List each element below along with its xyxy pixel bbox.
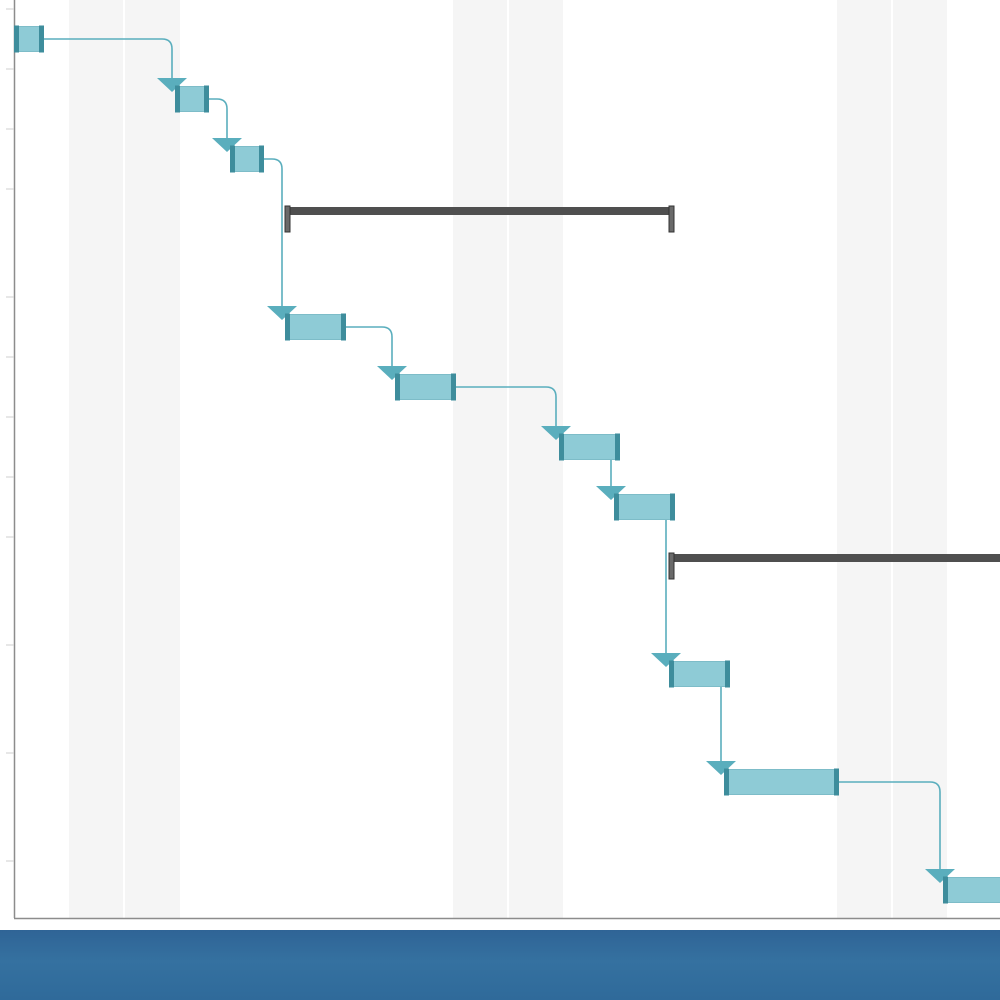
dependency-link	[346, 326, 393, 366]
task-bar	[724, 769, 839, 795]
task-start-handle	[669, 660, 674, 688]
summary-end-marker	[668, 205, 675, 233]
summary-start-marker	[284, 205, 291, 233]
task-bar	[14, 26, 44, 52]
task-end-handle	[725, 660, 730, 688]
task-start-handle	[724, 768, 729, 796]
task-end-handle	[341, 313, 346, 341]
footer-bar	[0, 930, 1000, 1000]
gantt-timeline-area	[6, 0, 1000, 920]
task-end-handle	[204, 85, 209, 113]
dependency-link	[839, 781, 941, 869]
gantt-chart	[6, 0, 1000, 920]
dependency-arrow-icon	[925, 869, 955, 883]
task-bar-layer	[14, 25, 1000, 904]
summary-bar	[287, 207, 672, 215]
summary-bar	[671, 554, 1000, 562]
task-bar	[943, 877, 1000, 903]
task-start-handle	[943, 876, 948, 904]
dependency-arrow-icon	[212, 138, 242, 152]
task-start-handle	[285, 313, 290, 341]
task-start-handle	[395, 373, 400, 401]
dependency-arrow-icon	[596, 486, 626, 500]
dependency-arrow-icon	[377, 366, 407, 380]
dependency-arrow-icon	[541, 426, 571, 440]
dependency-link	[209, 98, 228, 138]
task-bar	[669, 661, 730, 687]
gridline-layer	[6, 0, 1000, 920]
task-end-handle	[259, 145, 264, 173]
task-bar	[395, 374, 456, 400]
dependency-arrow-icon	[651, 653, 681, 667]
task-bar	[175, 86, 209, 112]
task-start-handle	[230, 145, 235, 173]
task-end-handle	[39, 25, 44, 53]
task-bar	[614, 494, 675, 520]
dependency-arrow-icon	[706, 761, 736, 775]
task-start-handle	[14, 25, 19, 53]
task-end-handle	[615, 433, 620, 461]
dependency-arrow-icon	[267, 306, 297, 320]
task-end-handle	[670, 493, 675, 521]
task-start-handle	[559, 433, 564, 461]
dependency-link	[456, 386, 557, 426]
task-bar	[285, 314, 346, 340]
task-start-handle	[614, 493, 619, 521]
dependency-arrow-icon	[157, 78, 187, 92]
summary-start-marker	[668, 552, 675, 580]
dependency-link	[44, 38, 173, 78]
task-start-handle	[175, 85, 180, 113]
dependency-link	[264, 158, 283, 306]
task-bar	[230, 146, 264, 172]
dependency-link	[655, 506, 675, 653]
task-end-handle	[451, 373, 456, 401]
task-bar	[559, 434, 620, 460]
task-end-handle	[834, 768, 839, 796]
